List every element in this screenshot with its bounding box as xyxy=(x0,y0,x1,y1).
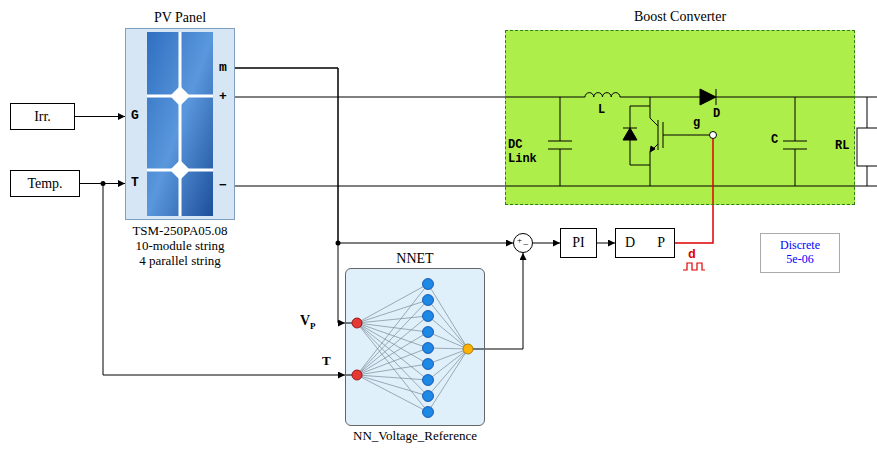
node-text: PV Panel xyxy=(154,10,206,26)
nnet-drawing xyxy=(352,370,362,380)
boost-circuit xyxy=(783,97,807,186)
node-text: TSM-250PA05.08 xyxy=(132,223,227,239)
node-text: 4 parallel string xyxy=(139,253,221,269)
nnet-drawing xyxy=(423,407,434,418)
component-label: L xyxy=(598,104,605,116)
nnet-drawing xyxy=(423,343,434,354)
signal-label: V xyxy=(300,314,310,328)
pv-panel: PV PanelTSM-250PA05.0810-module string4 … xyxy=(125,28,235,220)
solver-block: Discrete 5e-06 xyxy=(760,233,840,273)
connector xyxy=(597,243,615,244)
node-text: − xyxy=(523,240,529,250)
connector xyxy=(235,186,505,187)
port-label: G xyxy=(131,109,139,122)
boost-circuit xyxy=(623,128,637,140)
port-label: + xyxy=(219,90,227,103)
port-label: T xyxy=(131,176,139,189)
pv-panel-image xyxy=(147,32,213,216)
signal-subscript: P xyxy=(310,322,316,331)
boost-circuit xyxy=(585,93,620,97)
boost-circuit xyxy=(710,132,717,139)
nnet-drawing xyxy=(423,279,434,290)
node-text: 10-module string xyxy=(135,238,224,254)
port-label: m xyxy=(219,61,227,74)
neural-network: NNETNN_Voltage_Reference xyxy=(345,268,485,426)
boost-circuit xyxy=(548,97,572,186)
node-text: P xyxy=(657,235,665,251)
nnet-drawing xyxy=(423,375,434,386)
nnet-drawing xyxy=(345,323,485,375)
port-label: − xyxy=(219,179,227,192)
component-label: DC Link xyxy=(508,138,537,166)
boost-circuit xyxy=(650,146,655,152)
boost-circuit xyxy=(650,97,709,186)
pi-controller: PI xyxy=(560,228,597,258)
node-text: Boost Converter xyxy=(634,9,726,25)
pv-panel-image xyxy=(170,86,190,106)
pulse-symbol xyxy=(683,263,705,270)
connector xyxy=(675,205,713,243)
boost-circuit xyxy=(716,89,717,105)
node-text: Discrete 5e-06 xyxy=(780,239,820,267)
boost-circuit xyxy=(857,128,877,166)
component-label: C xyxy=(771,134,778,146)
connector xyxy=(485,253,523,349)
connector xyxy=(75,116,125,117)
nnet-drawing xyxy=(345,268,485,426)
node-text: + xyxy=(517,236,522,245)
node-text: PI xyxy=(572,235,584,251)
connector xyxy=(235,68,513,243)
component-label: RL xyxy=(835,140,849,152)
component-label: D xyxy=(713,108,720,120)
boost-circuit xyxy=(505,30,855,205)
nnet-drawing xyxy=(463,344,473,354)
input-box: Temp. xyxy=(10,170,80,197)
boost-circuit xyxy=(505,30,877,205)
nnet-drawing xyxy=(352,318,362,328)
pulse-symbol xyxy=(683,263,705,270)
boost-circuit xyxy=(700,89,716,105)
connector xyxy=(533,243,560,244)
nnet-drawing xyxy=(423,327,434,338)
nnet-drawing xyxy=(423,391,434,402)
pv-panel-image xyxy=(147,32,213,216)
nnet-drawing xyxy=(423,359,434,370)
nnet-drawing xyxy=(423,295,434,306)
node-text: D xyxy=(625,235,635,251)
input-box: Irr. xyxy=(10,103,75,130)
nnet-drawing xyxy=(345,268,485,426)
nnet-drawing xyxy=(357,284,468,412)
boost-circuit xyxy=(505,97,877,186)
nnet-drawing xyxy=(423,279,434,418)
signal-label: T xyxy=(322,354,331,367)
pv-panel-image xyxy=(170,160,190,180)
pv-panel-image xyxy=(125,28,235,220)
connector xyxy=(235,97,505,98)
node-text: NNET xyxy=(396,251,433,267)
node-text: Irr. xyxy=(34,109,51,125)
node-text: NN_Voltage_Reference xyxy=(353,428,477,444)
pwm-block: DP xyxy=(615,228,675,258)
pin-label: g xyxy=(693,117,700,129)
connector xyxy=(80,184,345,376)
boost-circuit xyxy=(712,139,714,205)
connector xyxy=(235,68,345,323)
pv-panel-image xyxy=(125,28,235,220)
boost-converter: Boost Converter xyxy=(505,30,855,205)
nnet-drawing xyxy=(423,311,434,322)
sum-junction: +− xyxy=(513,233,533,253)
boost-circuit xyxy=(623,106,650,165)
signal-label: d xyxy=(688,248,696,261)
node-text: Temp. xyxy=(27,176,62,192)
